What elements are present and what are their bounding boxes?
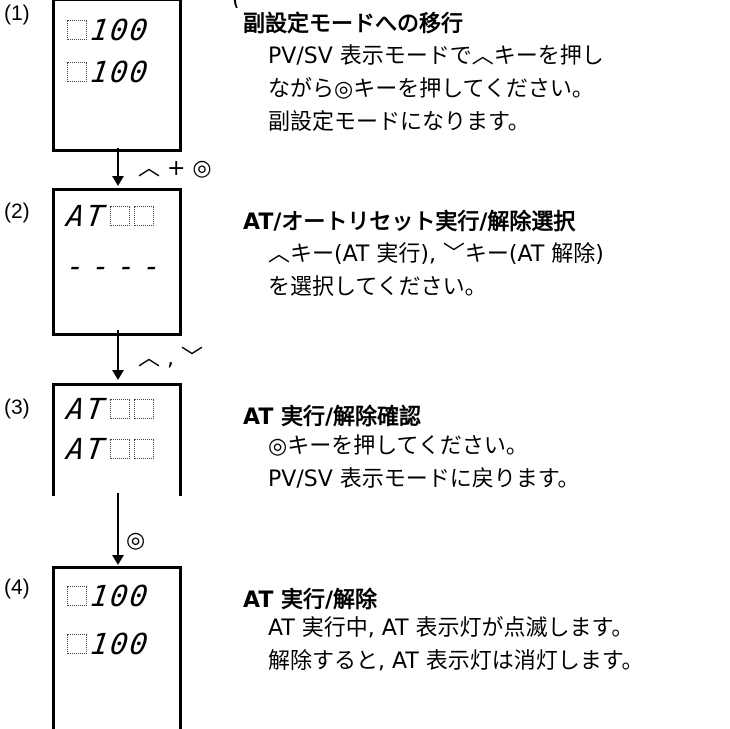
display-row-1: 100 (67, 578, 152, 613)
display-panel-3: AT AT (52, 383, 182, 496)
flow-arrow-line (117, 330, 119, 372)
step-number-2: (2) (4, 200, 30, 223)
display-row-1: 100 (67, 12, 152, 47)
flow-arrow-line (117, 148, 119, 178)
desc-line: ︿キー(AT 実行), ﹀キー(AT 解除) (268, 242, 604, 267)
display-row-1: AT (64, 198, 154, 233)
display-value: 100 (88, 626, 152, 661)
display-value: AT (64, 391, 109, 426)
display-panel-2: AT ---- (52, 188, 182, 336)
display-row-2: ---- (64, 248, 172, 283)
display-value: 100 (88, 54, 152, 89)
arrow-down-icon (112, 370, 124, 380)
desc-line: を選択してください。 (268, 275, 487, 300)
step-number-1: (1) (4, 2, 30, 25)
step-number-4: (4) (4, 576, 30, 599)
desc-line: ながら◎キーを押してください。 (268, 77, 594, 102)
arrow-down-icon (112, 555, 124, 565)
display-value: 100 (88, 12, 152, 47)
indicator-square (67, 62, 87, 82)
desc-line: 解除すると, AT 表示灯は消灯します。 (268, 649, 644, 674)
display-row-2: 100 (67, 626, 152, 661)
step-desc-4: AT 実行中, AT 表示灯が点滅します。 解除すると, AT 表示灯は消灯しま… (268, 612, 644, 678)
arrow-down-icon (112, 176, 124, 186)
transition-keys-1: ︿ + ◎ (138, 156, 212, 181)
display-panel-1: 100 100 (52, 0, 182, 152)
step-desc-3: ◎キーを押してください。 PV/SV 表示モードに戻ります。 (268, 430, 580, 496)
indicator-square (133, 206, 154, 226)
display-value: ---- (64, 248, 172, 283)
step-title-4: AT 実行/解除 (243, 588, 378, 613)
indicator-square (67, 586, 87, 606)
desc-line: PV/SV 表示モードで︿キーを押し (268, 44, 604, 69)
indicator-square (67, 634, 87, 654)
indicator-square (67, 20, 87, 40)
transition-keys-3: ◎ (126, 528, 146, 553)
step-title-3: AT 実行/解除確認 (243, 405, 422, 430)
indicator-square (109, 439, 130, 459)
step-desc-2: ︿キー(AT 実行), ﹀キー(AT 解除) を選択してください。 (268, 238, 604, 304)
transition-keys-2: ︿ , ﹀ (138, 346, 203, 371)
display-value: AT (64, 198, 109, 233)
display-panel-4: 100 100 (52, 566, 182, 729)
display-row-2: AT (64, 431, 154, 466)
step-desc-1: PV/SV 表示モードで︿キーを押し ながら◎キーを押してください。 副設定モー… (268, 40, 604, 139)
cropped-heading-fragment: ( (232, 0, 372, 8)
flow-arrow-line (117, 493, 119, 557)
step-number-3: (3) (4, 396, 30, 419)
indicator-square (133, 439, 154, 459)
step-title-1: 副設定モードへの移行 (243, 12, 464, 37)
display-value: 100 (88, 578, 152, 613)
step-title-2: AT/オートリセット実行/解除選択 (243, 210, 576, 235)
display-row-2: 100 (67, 54, 152, 89)
indicator-square (109, 399, 130, 419)
indicator-square (109, 206, 130, 226)
desc-line: 副設定モードになります。 (268, 110, 530, 135)
desc-line: PV/SV 表示モードに戻ります。 (268, 467, 580, 492)
display-row-1: AT (64, 391, 154, 426)
desc-line: AT 実行中, AT 表示灯が点滅します。 (268, 616, 634, 641)
desc-line: ◎キーを押してください。 (268, 434, 528, 459)
display-value: AT (64, 431, 109, 466)
indicator-square (133, 399, 154, 419)
